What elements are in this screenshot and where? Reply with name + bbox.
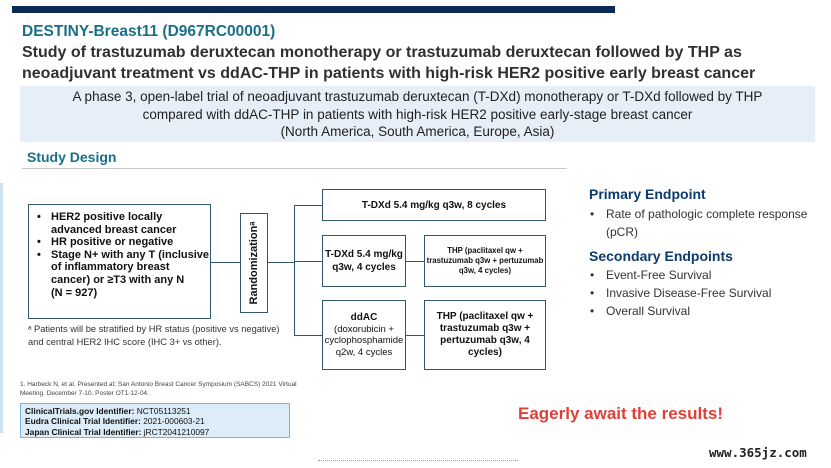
arm-2-thp: THP (paclitaxel qw + trastuzumab q3w + p… [424,235,546,287]
eudra-identifier-label: Eudra Clinical Trial Identifier: [25,416,141,427]
eligibility-item: HER2 positive locally advanced breast ca… [37,211,210,236]
connector-line [211,262,240,263]
connector-line [294,261,322,262]
secondary-endpoint-item: Invasive Disease-Free Survival [590,284,825,302]
secondary-endpoint-item: Overall Survival [590,302,825,320]
ct-identifier-value: NCT05113251 [136,406,191,416]
study-design-divider [22,168,567,169]
description-line-3: (North America, South America, Europe, A… [280,124,555,139]
eligibility-box: HER2 positive locally advanced breast ca… [28,204,211,319]
eligibility-item: Stage N+ with any T (inclusive of inflam… [37,249,210,287]
trial-name: DESTINY-Breast11 (D967RC00001) [22,23,276,40]
ct-identifier-row: ClinicalTrials.gov Identifier: NCT051132… [25,406,285,416]
arm-1-tdxd-8-cycles: T-DXd 5.4 mg/kg q3w, 8 cycles [322,189,546,221]
secondary-endpoint-item: Event-Free Survival [590,266,825,284]
arm-3-ddac: ddAC (doxorubicin + cyclophosphamide q2w… [322,300,406,370]
arm-2-tdxd-4-cycles: T-DXd 5.4 mg/kg q3w, 4 cycles [322,235,406,287]
secondary-endpoints-heading: Secondary Endpoints [589,248,733,264]
callout-text: Eagerly await the results! [518,404,724,423]
arm-3-thp: THP (paclitaxel qw + trastuzumab q3w + p… [424,300,546,370]
primary-endpoint-item: Rate of pathologic complete response (pC… [590,205,825,241]
primary-endpoint-heading: Primary Endpoint [589,186,706,202]
randomization-label: Randomizationᵃ [248,221,260,305]
arm-3-ddac-detail: (doxorubicin + cyclophosphamide q2w, 4 c… [324,323,404,358]
top-accent-bar [12,6,615,13]
eudra-identifier-row: Eudra Clinical Trial Identifier: 2021-00… [25,416,285,426]
connector-line [294,205,295,336]
connector-line [294,205,322,206]
japan-identifier-value: jRCT2041210097 [143,426,210,437]
secondary-endpoints-list: Event-Free Survival Invasive Disease-Fre… [590,266,825,320]
trial-identifiers-box: ClinicalTrials.gov Identifier: NCT051132… [20,403,290,438]
left-edge-accent [0,183,3,433]
connector-line [406,335,424,336]
primary-endpoint-list: Rate of pathologic complete response (pC… [590,205,825,241]
description-background [20,86,815,142]
eudra-identifier-value: 2021-000603-21 [143,416,205,427]
eligibility-item: HR positive or negative [37,236,210,249]
reference-citation: 1. Harbeck N, et al. Presented at: San A… [20,381,297,397]
connector-line [406,261,424,262]
ct-identifier-label: ClinicalTrials.gov Identifier: [25,406,135,416]
bottom-dotted-line [318,460,518,464]
connector-line [268,262,294,263]
randomization-box: Randomizationᵃ [240,213,268,313]
study-design-heading: Study Design [27,149,117,165]
description-line-2: compared with ddAC-THP in patients with … [142,106,693,122]
connector-line [294,335,322,336]
sample-size: (N = 927) [51,286,98,299]
japan-identifier-label: Japan Clinical Trial Identifier: [25,426,142,437]
arm-3-ddac-title: ddAC [350,312,378,323]
watermark: www.365jz.com [709,445,807,460]
slide-title: Study of trastuzumab deruxtecan monother… [22,44,756,82]
stratification-footnote: ᵃ Patients will be stratified by HR stat… [28,324,280,347]
trial-description: A phase 3, open-label trial of neoadjuva… [20,88,815,141]
eligibility-list: HER2 positive locally advanced breast ca… [29,205,210,287]
japan-identifier-row: Japan Clinical Trial Identifier: jRCT204… [25,427,285,437]
description-line-1: A phase 3, open-label trial of neoadjuva… [72,89,763,104]
